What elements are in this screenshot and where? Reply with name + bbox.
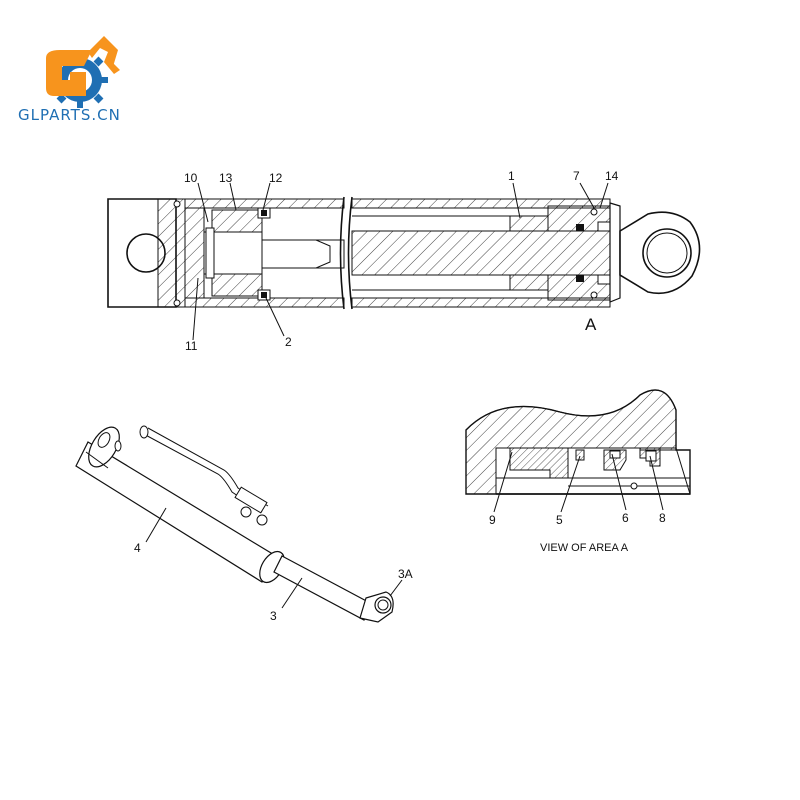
logo-text: GLPARTS.CN (18, 106, 121, 124)
callout-1: 1 (508, 169, 515, 183)
logo (46, 36, 120, 108)
callout-2: 2 (285, 335, 292, 349)
area-a-detail-view (465, 389, 691, 495)
leader-lines-iso (145, 507, 403, 609)
callout-5: 5 (556, 513, 563, 527)
callout-4: 4 (134, 541, 141, 555)
leader-lines-detail (493, 451, 664, 513)
leader-lines-top (192, 182, 609, 341)
callout-11: 11 (185, 339, 198, 353)
detail-caption: VIEW OF AREA A (540, 542, 629, 554)
callout-13: 13 (219, 171, 233, 185)
excavator-logo-icon (46, 36, 120, 96)
callout-8: 8 (659, 511, 666, 525)
cylinder-section-view (107, 196, 701, 310)
callout-9: 9 (489, 513, 496, 527)
isometric-cylinder (75, 425, 394, 623)
callout-6: 6 (622, 511, 629, 525)
callout-3: 3 (270, 609, 277, 623)
callout-12: 12 (269, 171, 283, 185)
callout-3A: 3A (398, 567, 413, 581)
callout-A: A (585, 315, 597, 334)
callout-10: 10 (184, 171, 198, 185)
callout-7: 7 (573, 169, 580, 183)
callout-14: 14 (605, 169, 619, 183)
